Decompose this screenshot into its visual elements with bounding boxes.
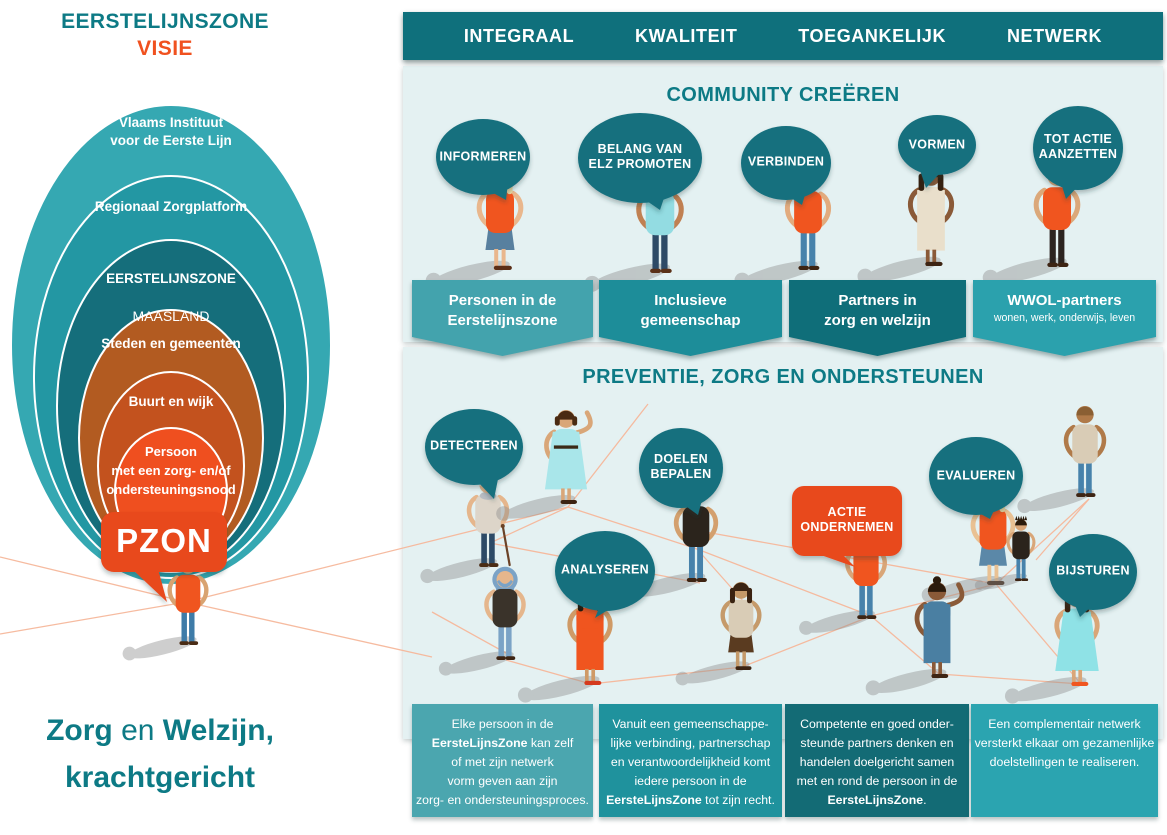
ring-label-eerstelijnszone-maasland: EERSTELIJNSZONE MAASLAND [61,252,281,344]
bubble-label-doelen-bepalen: DOELEN BEPALEN [650,452,712,481]
banner-line1: Inclusieve [654,292,727,309]
banner-line2: wonen, werk, onderwijs, leven [993,312,1136,325]
figure-person-pzon [122,552,209,661]
network-line [185,601,433,658]
network-line [0,601,187,635]
pzon-label: PZON [116,522,212,559]
ring-label-regionaal-zorgplatform: Regionaal Zorgplatform [94,199,248,214]
banner-inclusieve-gemeenschap: Inclusieve gemeenschap [599,280,782,356]
banner-partners-in-zorg-en-welzijn: Partners in zorg en welzijn [789,280,966,356]
bubble-label-detecteren: DETECTEREN [430,438,518,453]
footer-box-partners: Competente en goed onder-steunde partner… [785,704,969,817]
tagline-line1: Zorg en Welzijn, [46,714,274,747]
ring-label-maasland: MAASLAND [132,307,210,324]
vision-title-line1: EERSTELIJNSZONE [61,10,269,33]
banner-shape: Partners in zorg en welzijn [789,280,966,356]
tagline: Zorg en Welzijn, krachtgericht [46,708,274,801]
prevention-panel [403,347,1163,739]
bubble-label-belang-van-elz-promoten: BELANG VAN ELZ PROMOTEN [588,142,692,171]
banner-shape: Inclusieve gemeenschap [599,280,782,356]
bubble-label-bijsturen: BIJSTUREN [1056,563,1130,578]
ring-label-steden-en-gemeenten: Steden en gemeenten [101,336,241,351]
pillar-toegankelijk: TOEGANKELIJK [798,25,947,46]
banner-personen-in-de-eerstelijnszone: Personen in de Eerstelijnszone [412,280,593,356]
onion-ring-1 [33,175,309,579]
bubble-label-analyseren: ANALYSEREN [561,562,649,577]
ring-label-elz: EERSTELIJNSZONE [106,271,236,287]
vision-title-line2: VISIE [137,37,193,61]
pillars-bar: INTEGRAAL KWALITEIT TOEGANKELIJK NETWERK [403,12,1163,60]
banner-shape: WWOL-partners wonen, werk, onderwijs, le… [973,280,1156,356]
pillar-kwaliteit: KWALITEIT [635,25,738,46]
footer-box-gemeenschap: Vanuit een gemeenschappe-lijke verbindin… [599,704,782,817]
ring-label-persoon: Persoon met een zorg- en/of ondersteunin… [106,444,236,497]
banner-line1: Partners in [838,292,917,309]
bubble-label-vormen: VORMEN [908,137,966,152]
ring-label-vlaams-instituut: Vlaams Instituut voor de Eerste Lijn [110,115,232,149]
banner-wwol-partners: WWOL-partners wonen, werk, onderwijs, le… [973,280,1156,356]
ring-label-buurt-en-wijk: Buurt en wijk [128,394,214,409]
bubble-label-informeren: INFORMEREN [439,149,527,164]
banner-line1: Personen in de [448,292,557,309]
bubble-label-tot-actie-aanzetten: TOT ACTIE AANZETTEN [1038,132,1118,161]
banner-shape: Personen in de Eerstelijnszone [412,280,593,356]
vision-title: EERSTELIJNSZONE VISIE [0,8,330,63]
banner-line2: gemeenschap [640,312,741,330]
banner-line2: Eerstelijnszone [447,312,558,330]
pillar-integraal: INTEGRAAL [463,25,575,46]
bubble-label-actie-ondernemen: ACTIE ONDERNEMEN [800,505,894,534]
bubble-label-evalueren: EVALUEREN [936,468,1016,483]
network-line [0,556,187,603]
community-section-title: COMMUNITY CREËREN [666,84,900,106]
bubble-label-verbinden: VERBINDEN [747,154,825,169]
banner-line2: zorg en welzijn [824,312,931,330]
pillar-netwerk: NETWERK [1006,25,1103,46]
tagline-line2: krachtgericht [64,760,256,794]
prevention-section-title: PREVENTIE, ZORG EN ONDERSTEUNEN [582,366,984,388]
banner-line1: WWOL-partners [1007,292,1122,309]
pillars-bar-bg [403,12,1163,60]
person-shadow [122,636,197,661]
